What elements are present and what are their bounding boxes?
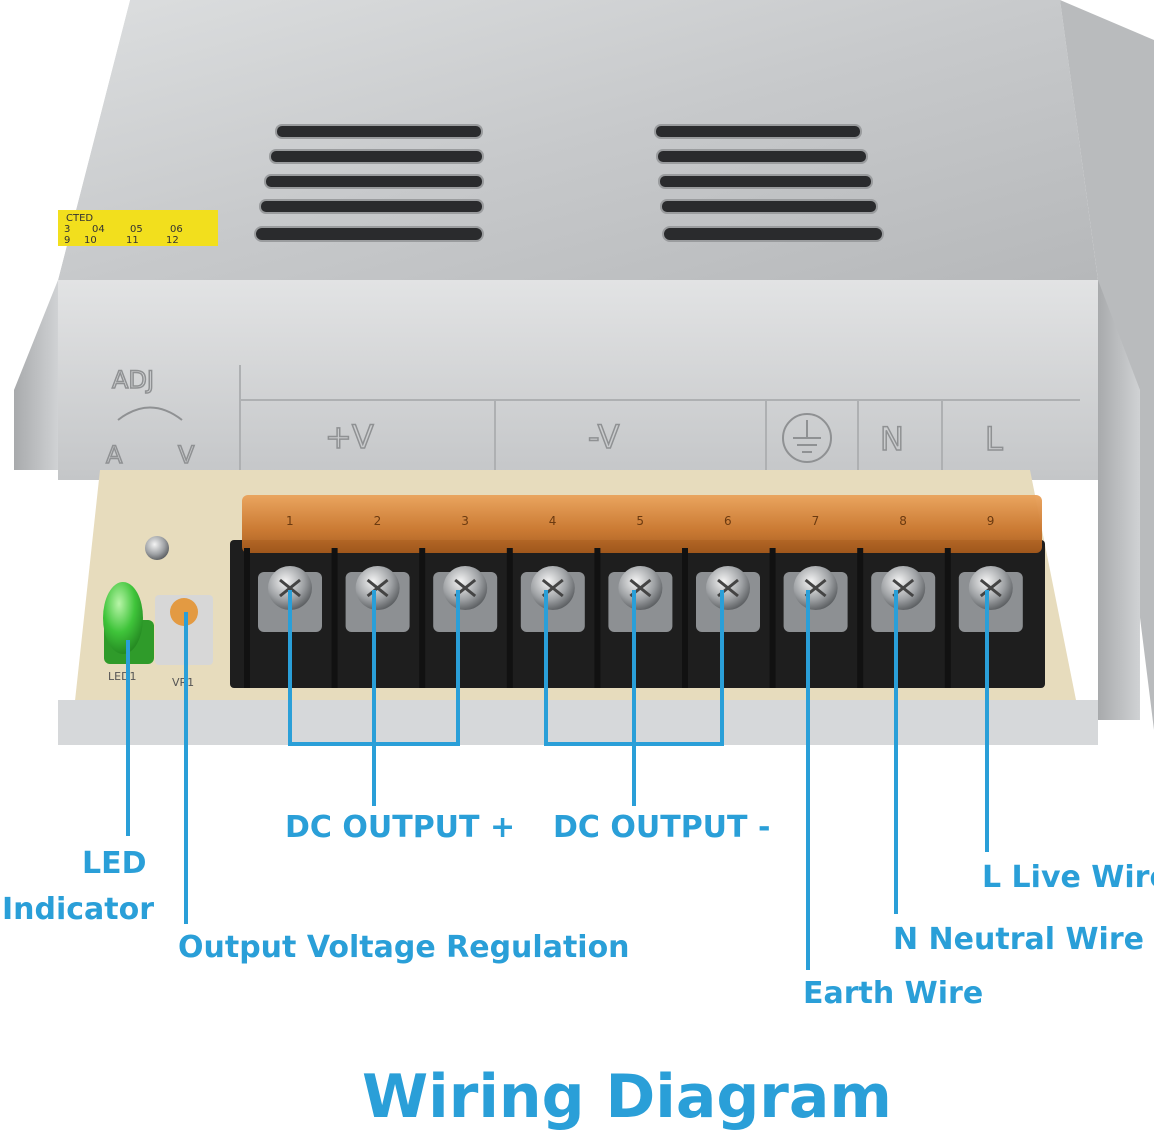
output-voltage-regulation-label: Output Voltage Regulation <box>178 930 630 965</box>
case-right-side <box>1060 0 1154 730</box>
case-right-wall <box>1098 280 1140 720</box>
sticker-cell: 3 <box>64 224 70 235</box>
sticker-head-text: CTED <box>66 213 93 224</box>
sticker-cell: 06 <box>170 224 183 235</box>
l-marking: L <box>985 420 1003 458</box>
adj-a-marking: A <box>106 441 123 469</box>
vr1-marking: VR1 <box>172 676 194 689</box>
earth-wire-label: Earth Wire <box>803 976 984 1011</box>
case-left-side <box>0 0 130 720</box>
sticker-cell: 05 <box>130 224 143 235</box>
terminal-cover <box>242 495 1042 553</box>
terminal-number: 8 <box>899 514 907 528</box>
n-neutral-wire-label: N Neutral Wire <box>893 922 1144 957</box>
terminal-number: 3 <box>461 514 469 528</box>
terminal-number: 9 <box>987 514 995 528</box>
ground-symbol-icon <box>782 413 832 463</box>
led1-marking: LED1 <box>108 670 137 683</box>
sticker-cell: 9 <box>64 235 70 246</box>
pcb-mount-screw <box>145 536 169 560</box>
led-indicator <box>103 582 143 654</box>
case-bottom-lip <box>58 700 1098 745</box>
case-front-panel <box>58 280 1098 480</box>
terminal-numbers: 1 2 3 4 5 6 7 8 9 <box>286 514 994 528</box>
dc-output-plus-label: DC OUTPUT + <box>285 810 516 845</box>
led-indicator-label-line2: Indicator <box>2 892 155 927</box>
sticker-cell: 04 <box>92 224 105 235</box>
sticker-grid: 3 04 05 06 9 10 11 12 <box>64 224 183 246</box>
plus-v-marking: +V <box>325 418 374 456</box>
adj-marking: ADJ <box>112 366 154 394</box>
terminal-number: 5 <box>636 514 644 528</box>
n-marking: N <box>880 420 904 458</box>
terminal-number: 7 <box>812 514 820 528</box>
terminal-screws <box>244 548 1023 688</box>
diagram-title: Wiring Diagram <box>362 1062 892 1132</box>
sticker-cell: 11 <box>126 235 139 246</box>
case-left-wall <box>14 280 58 470</box>
led-indicator-label-line1: LED <box>82 846 147 881</box>
l-live-wire-label: L Live Wire <box>982 860 1154 895</box>
inspection-sticker <box>58 210 218 246</box>
terminal-number: 2 <box>374 514 382 528</box>
vent-slots <box>254 124 884 242</box>
adj-v-marking: V <box>178 441 195 469</box>
dc-output-minus-label: DC OUTPUT - <box>553 810 771 845</box>
sticker-cell: 10 <box>84 235 97 246</box>
terminal-number: 4 <box>549 514 557 528</box>
terminal-number: 6 <box>724 514 732 528</box>
minus-v-marking: -V <box>588 418 620 456</box>
sticker-cell: 12 <box>166 235 179 246</box>
callout-lines <box>126 590 989 970</box>
terminal-number: 1 <box>286 514 294 528</box>
